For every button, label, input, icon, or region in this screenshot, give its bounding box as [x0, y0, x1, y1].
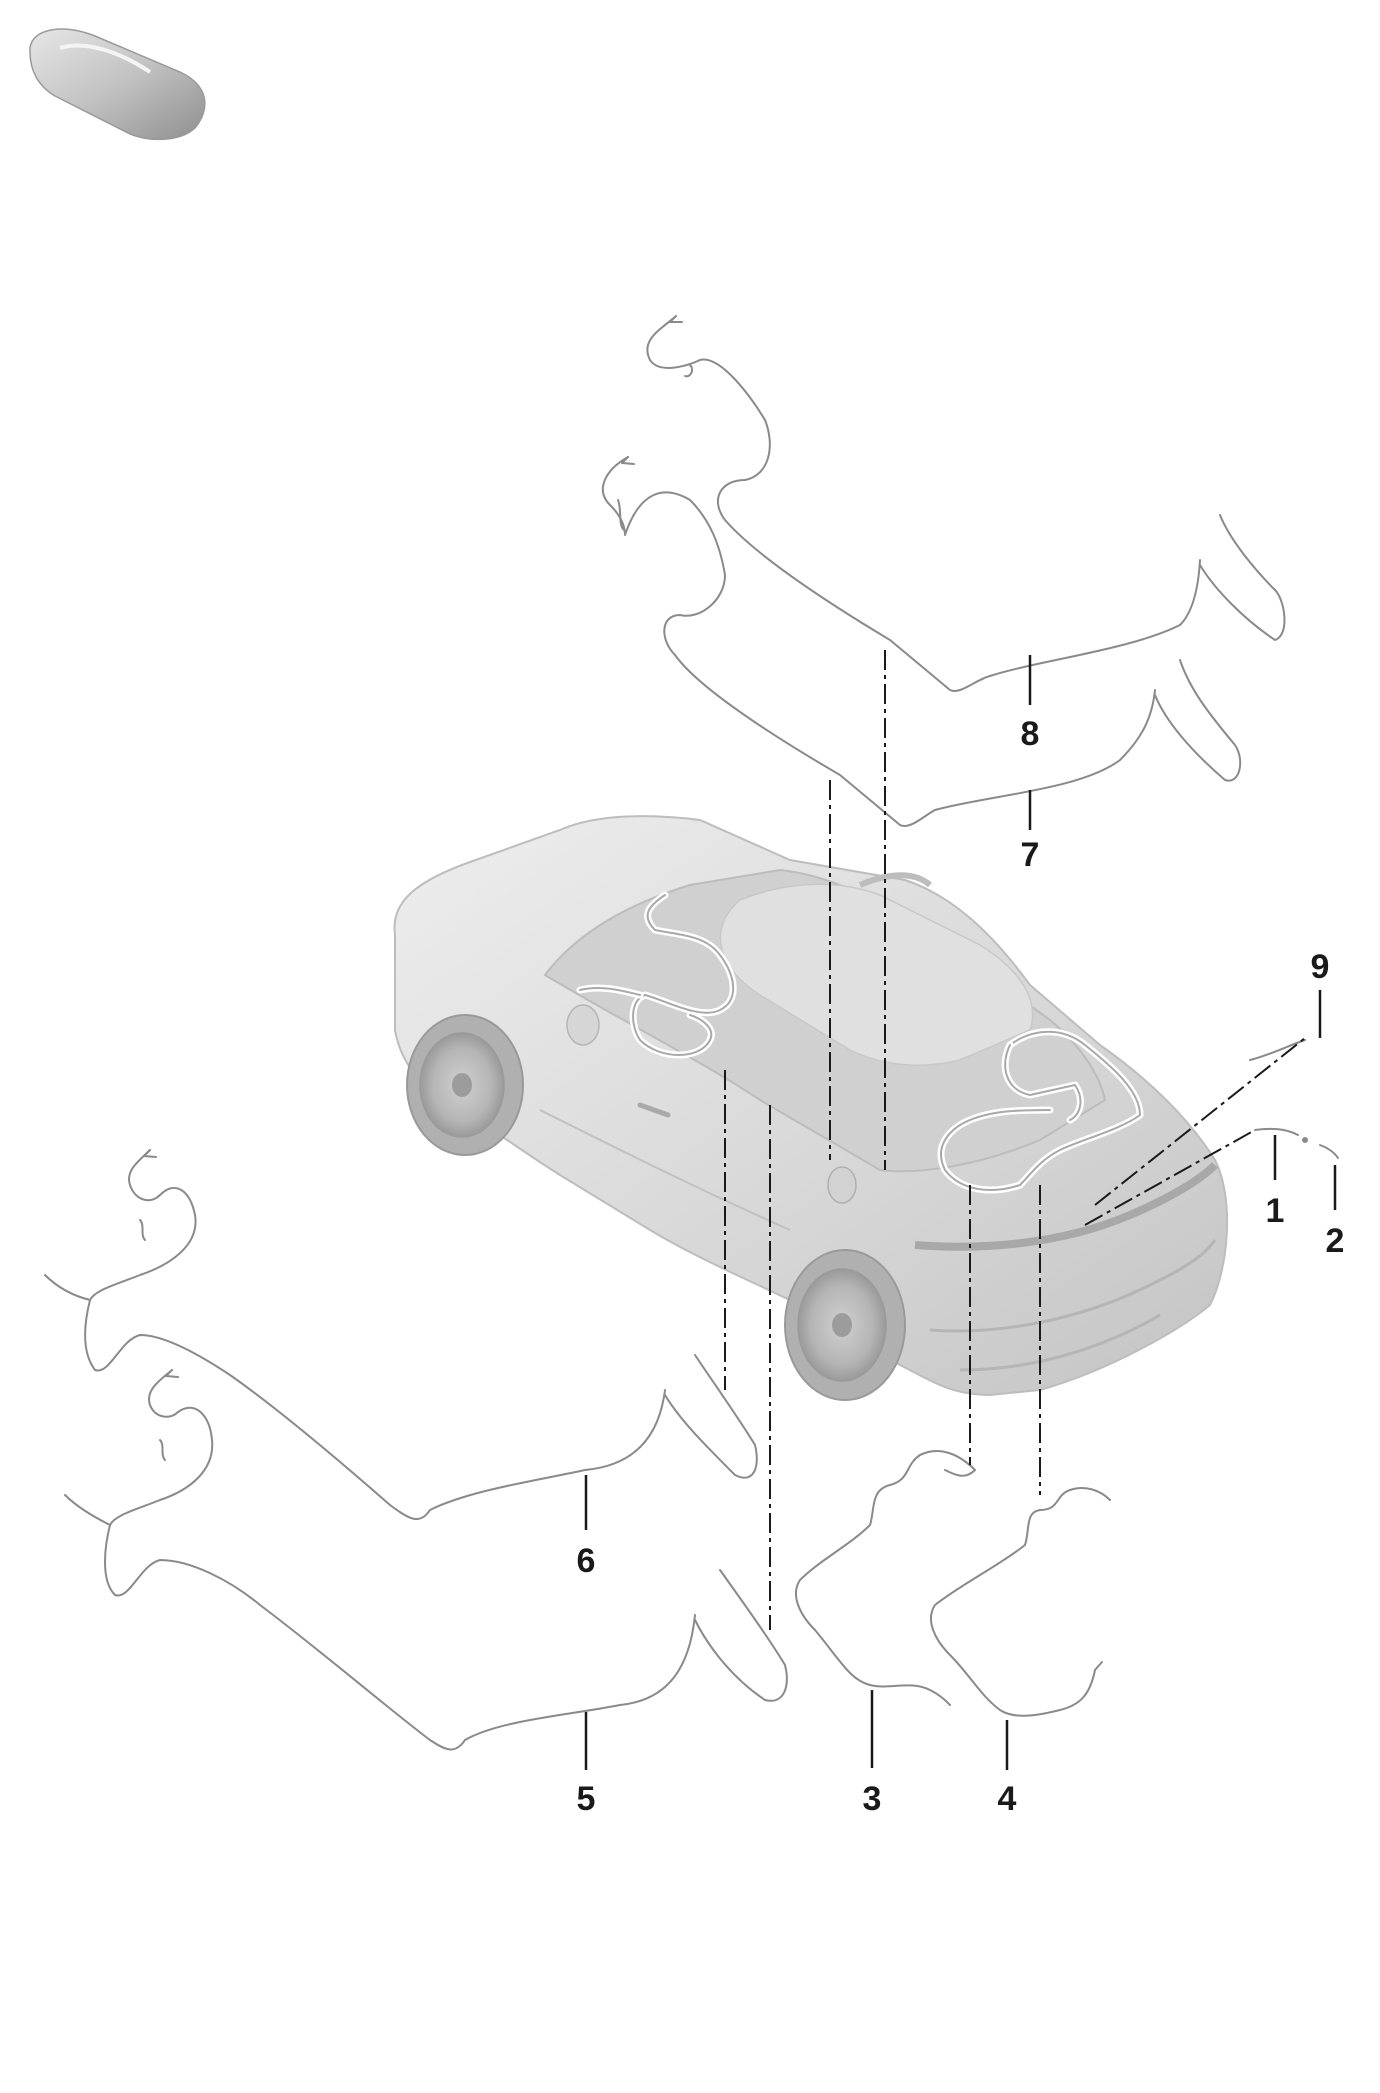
callout-9: 9	[1311, 948, 1330, 986]
callout-labels: 8 7 9 1 2 6 5 3 4	[577, 715, 1345, 1818]
harness-8	[646, 315, 1286, 692]
connector-9	[1249, 1039, 1306, 1061]
rear-wheel	[784, 1249, 906, 1401]
leader-lines	[584, 655, 1337, 1770]
callout-2: 2	[1326, 1222, 1345, 1260]
harness-4	[930, 1487, 1111, 1717]
harness-3	[795, 1450, 976, 1706]
car-silhouette-icon	[29, 28, 206, 141]
callout-6: 6	[577, 1542, 596, 1580]
front-wheel	[406, 1014, 524, 1156]
connector-2	[1319, 1144, 1339, 1159]
callout-1: 1	[1266, 1192, 1285, 1230]
harness-5	[64, 1369, 788, 1751]
callout-5: 5	[577, 1780, 596, 1818]
harness-7	[601, 456, 1242, 827]
callout-3: 3	[863, 1780, 882, 1818]
reference-lines	[724, 650, 1306, 1630]
vehicle-body	[393, 815, 1229, 1397]
car-harness-tailgate	[937, 1028, 1144, 1194]
callout-8: 8	[1021, 715, 1040, 753]
connector-1	[1254, 1127, 1308, 1143]
callout-7: 7	[1021, 836, 1040, 874]
harness-6	[44, 1149, 758, 1520]
car-harness-front	[576, 891, 737, 1059]
callout-4: 4	[998, 1780, 1017, 1818]
